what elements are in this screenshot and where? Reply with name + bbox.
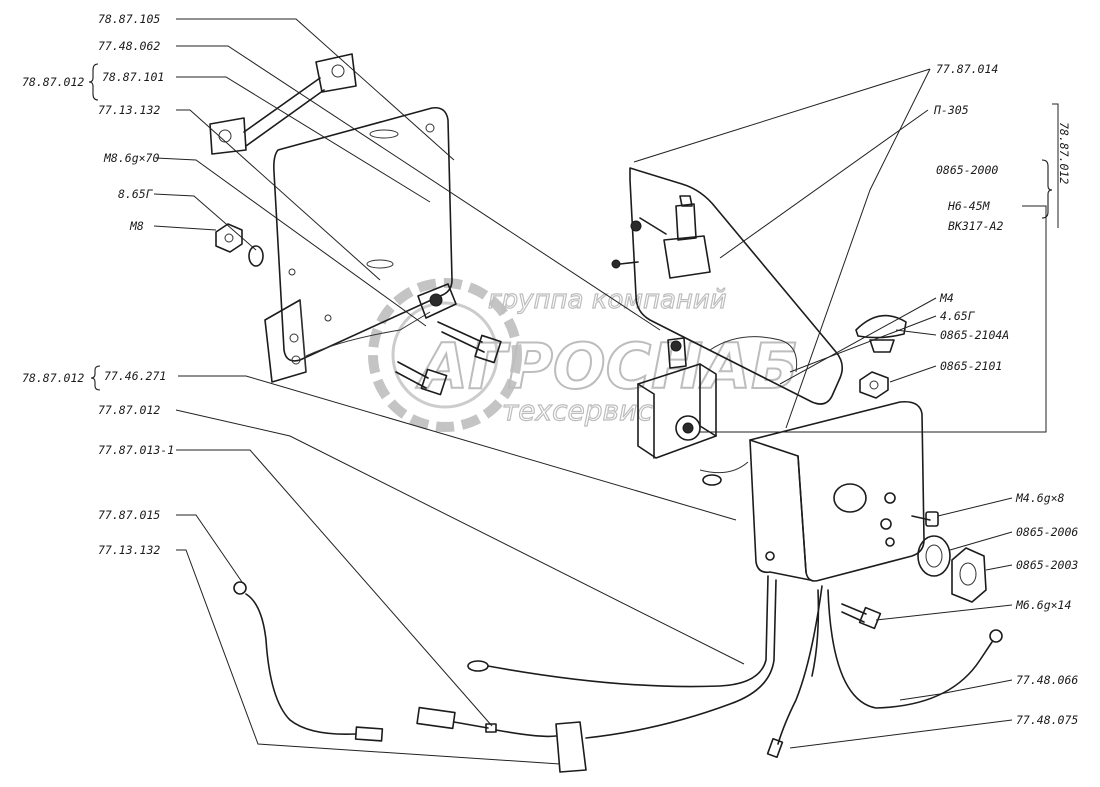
- callout-78-87-012-b: 78.87.012: [22, 371, 84, 385]
- callout-screw-m4: М4: [939, 291, 954, 305]
- callout-78-87-012-a: 78.87.012: [22, 75, 84, 89]
- callout-78-87-101: 78.87.101: [102, 70, 164, 84]
- wires: [233, 575, 1003, 773]
- left-bracket-assembly: [209, 53, 502, 396]
- callout-0865-2104a: 0865-2104А: [940, 328, 1009, 342]
- callout-bolt-m8x70: М8.6g×70: [103, 151, 159, 165]
- callout-77-87-014: 77.87.014: [936, 62, 998, 76]
- callout-77-13-132-b: 77.13.132: [98, 543, 160, 557]
- callout-77-46-271: 77.46.271: [104, 369, 166, 383]
- braces: [88, 63, 1053, 391]
- callout-77-87-015: 77.87.015: [98, 508, 160, 522]
- leader-lines: [153, 18, 1059, 765]
- watermark: группа компаний АГРОСНАБ техсервис: [368, 278, 799, 432]
- callout-0865-2006: 0865-2006: [1016, 525, 1078, 539]
- right-callouts: 77.87.014 П-305 78.87.012 0865-2000 Н6-4…: [933, 62, 1078, 727]
- callout-78-87-012-c: 78.87.012: [1057, 122, 1071, 184]
- callout-screw-m4x8: М4.6g×8: [1015, 491, 1065, 505]
- callout-0865-2101: 0865-2101: [940, 359, 1002, 373]
- callout-77-48-075: 77.48.075: [1016, 713, 1078, 727]
- callout-vk317-a2: ВК317-А2: [948, 219, 1003, 233]
- callout-washer-8-65: 8.65Г: [118, 187, 154, 201]
- right-switch-assembly: [611, 167, 987, 630]
- callout-bolt-m6x14: М6.6g×14: [1015, 598, 1071, 612]
- callout-h6-45m: Н6-45М: [947, 199, 991, 213]
- callout-77-87-013-1: 77.87.013-1: [98, 443, 174, 457]
- watermark-line1: группа компаний: [488, 285, 727, 315]
- callout-77-48-062: 77.48.062: [98, 39, 160, 53]
- watermark-line3: техсервис: [502, 394, 653, 427]
- callout-0865-2000: 0865-2000: [936, 163, 998, 177]
- watermark-line2: АГРОСНАБ: [415, 330, 798, 403]
- callout-washer-4-65: 4.65Г: [940, 309, 976, 323]
- callout-0865-2003: 0865-2003: [1016, 558, 1078, 572]
- callout-switch-p305: П-305: [933, 103, 969, 117]
- callout-77-48-066: 77.48.066: [1016, 673, 1078, 687]
- callout-78-87-105: 78.87.105: [98, 12, 160, 26]
- callout-77-13-132-a: 77.13.132: [98, 103, 160, 117]
- callout-77-87-012: 77.87.012: [98, 403, 160, 417]
- left-callouts: 78.87.105 77.48.062 78.87.012 78.87.101 …: [22, 12, 174, 557]
- callout-nut-m8: М8: [129, 219, 144, 233]
